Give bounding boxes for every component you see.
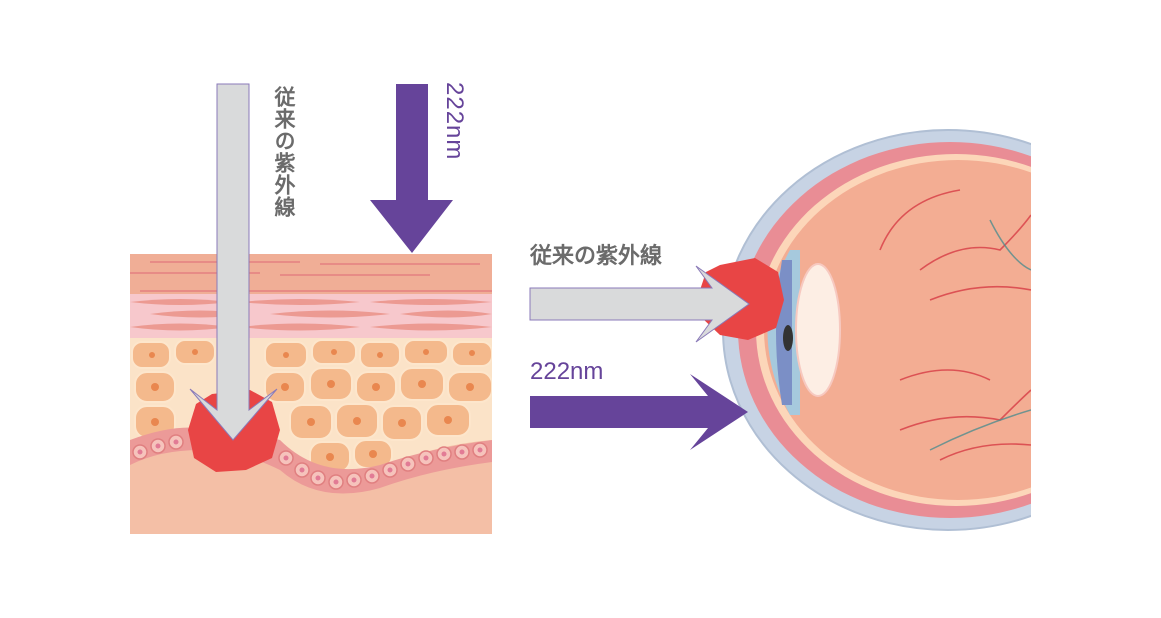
skin-222nm-label: 222nm [441,82,468,161]
eye-conventional-uv-label: 従来の紫外線 [530,243,663,268]
skin-conventional-uv-arrow [189,83,278,441]
eye-conventional-uv-arrow [529,265,750,343]
skin-conventional-uv-label: 従来の紫外線 [272,86,295,218]
eye-222nm-label: 222nm [530,358,604,385]
eye-222nm-arrow [530,374,748,450]
skin-222nm-arrow [370,84,453,253]
skin-cross-section [130,254,492,534]
eye-cross-section [722,129,1031,531]
